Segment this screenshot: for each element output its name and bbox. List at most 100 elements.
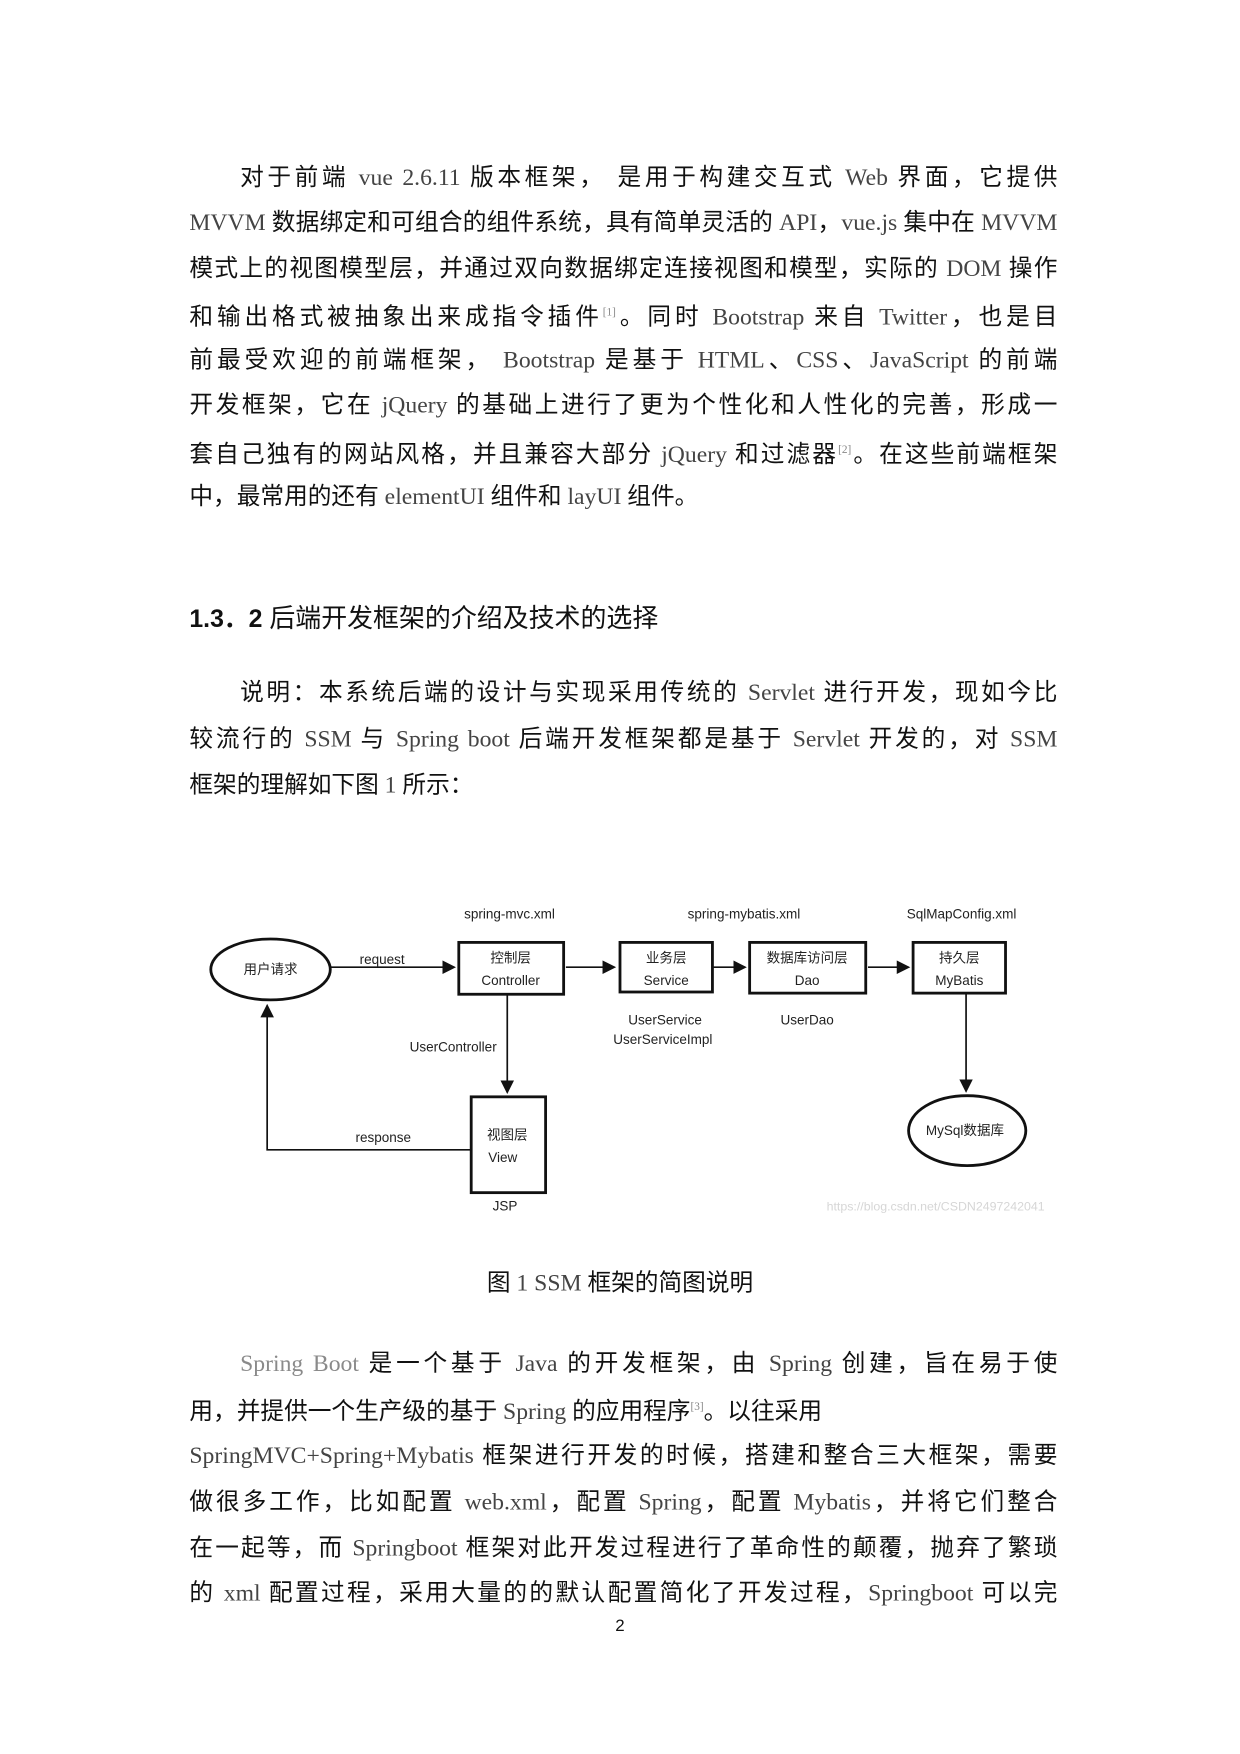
text-run: 。以往采用 (703, 1397, 822, 1425)
text-run: 的应用程序 (572, 1397, 691, 1425)
text-run: 套自己独有的网站风格，并且兼容大部分 (189, 440, 654, 468)
para-frontend-line: 对于前端 vue 2.6.11 版本框架， 是用于构建交互式 Web 界面，它提… (240, 154, 1057, 199)
service-box (618, 940, 714, 994)
text-run: 模式上的视图模型层，并通过双向数据绑定连接视图和模型，实际的 (189, 254, 939, 282)
para-springboot-line: 用，并提供一个生产级的基于 Spring 的应用程序[3]。以往采用 (189, 1385, 1057, 1430)
text-run: Servlet (739, 678, 824, 706)
text-run: SpringMVC+Spring+Mybatis (189, 1441, 483, 1469)
citation-ref: [3] (690, 1401, 704, 1414)
page-number: 2 (615, 1616, 625, 1636)
text-run: 配置过程，采用大量的的默认配置简化了开发过程， (268, 1579, 869, 1607)
mysql-database-label: MySql数据库 (926, 1123, 1004, 1138)
para-springboot-line: 的 xml 配置过程，采用大量的的默认配置简化了开发过程，Springboot … (189, 1570, 1057, 1615)
text-run: ，也是目 (947, 303, 1058, 331)
text-run: Spring (497, 1397, 573, 1425)
text-run: 说明：本系统后端的设计与实现采用传统的 (240, 678, 740, 706)
text-run: CSS (796, 346, 839, 374)
text-run: 开发框架，它在 (189, 391, 374, 419)
text-run: 版本框架， 是用于构建交互式 (470, 163, 836, 191)
text-run: Spring boot (387, 724, 519, 752)
para-springboot-line: 在一起等，而 Springboot 框架对此开发过程进行了革命性的颠覆，抛弃了繁… (189, 1525, 1057, 1570)
text-run: vue.js (841, 208, 904, 236)
text-run: 所示： (402, 771, 474, 799)
text-run: Twitter (869, 303, 948, 331)
text-run: Springboot (868, 1579, 982, 1607)
para-frontend-line: 前最受欢迎的前端框架， Bootstrap 是基于 HTML、CSS、JavaS… (189, 337, 1057, 382)
text-run: Mybatis (784, 1487, 871, 1516)
para-frontend-line: 模式上的视图模型层，并通过双向数据绑定连接视图和模型，实际的 DOM 操作 (189, 246, 1057, 291)
user-service-impl-label: UserServiceImpl (613, 1032, 712, 1047)
text-run: 开发的，对 (868, 724, 1002, 752)
text-run: 1 (378, 771, 403, 799)
text-run: 框架进行开发的时候，搭建和整合三大框架，需要 (482, 1441, 1058, 1469)
dao-en: Dao (795, 973, 820, 988)
text-run: Web (835, 163, 898, 191)
text-run: SSM (1001, 724, 1058, 752)
controller-box (457, 940, 566, 996)
text-run: 在一起等，而 (189, 1534, 345, 1562)
text-run: 、 (838, 346, 871, 374)
text-run: 创建，旨在易于使 (841, 1349, 1058, 1377)
para-springboot-line: SpringMVC+Spring+Mybatis 框架进行开发的时候，搭建和整合… (189, 1433, 1057, 1478)
user-request-label: 用户请求 (244, 961, 299, 977)
text-run: 数据绑定和可组合的组件系统，具有简单灵活的 (271, 208, 774, 236)
user-controller-label: UserController (410, 1040, 498, 1055)
text-run: MVVM (975, 208, 1058, 236)
text-run: MVVM (189, 208, 272, 236)
text-run: 中，最常用的还有 (189, 482, 379, 510)
watermark: https://blog.csdn.net/CSDN2497242041 (827, 1200, 1045, 1214)
text-run: 操作 (1008, 254, 1058, 282)
text-run: Springboot (344, 1534, 466, 1562)
text-run: 组件。 (627, 482, 699, 510)
text-run: 界面，它提供 (897, 163, 1058, 191)
text-run: vue 2.6.11 (349, 163, 471, 191)
text-run: Spring Boot (240, 1349, 369, 1377)
text-run: jQuery (653, 440, 735, 468)
mybatis-cn: 持久层 (939, 951, 980, 966)
text-run: ，并将它们整合 (870, 1487, 1058, 1516)
figure-caption-line: 图 1 SSM 框架的简图说明 (0, 1260, 1240, 1305)
text-run: 、 (764, 346, 797, 374)
text-run: 框架的理解如下图 (189, 771, 379, 799)
para-frontend-line: MVVM 数据绑定和可组合的组件系统，具有简单灵活的 API，vue.js 集中… (189, 200, 1057, 245)
text-run: 较流行的 (189, 724, 296, 752)
service-cn: 业务层 (646, 951, 687, 966)
text-run: 进行开发，现如今比 (823, 678, 1058, 706)
request-label: request (360, 952, 405, 967)
text-run: SSM (295, 724, 361, 752)
text-run: 的基础上进行了更为个性化和人性化的完善，形成一 (455, 391, 1058, 419)
text-run: 前最受欢迎的前端框架， (189, 346, 494, 374)
text-run: API (773, 208, 818, 236)
text-run: Java (505, 1349, 568, 1377)
view-box (469, 1095, 548, 1195)
text-run: 的 (189, 1579, 216, 1607)
para-springboot-line: 做很多工作，比如配置 web.xml，配置 Spring，配置 Mybatis，… (189, 1479, 1057, 1524)
para-frontend-line: 套自己独有的网站风格，并且兼容大部分 jQuery 和过滤器[2]。在这些前端框… (189, 428, 1057, 473)
label-spring-mybatis-xml: spring-mybatis.xml (688, 907, 801, 922)
text-run: ，配置 (546, 1487, 630, 1516)
dao-box (748, 940, 868, 995)
text-run: Bootstrap (493, 346, 605, 374)
text-run: ，配置 (701, 1487, 785, 1516)
text-run: 组件和 (490, 482, 562, 510)
text-run: 后端开发框架的介绍及技术的选择 (269, 604, 659, 634)
text-run: 是一个基于 (368, 1349, 506, 1377)
text-run: DOM (938, 254, 1009, 282)
text-run: 做很多工作，比如配置 (189, 1487, 456, 1516)
para-frontend-line: 中，最常用的还有 elementUI 组件和 layUI 组件。 (189, 473, 1057, 518)
text-run: 是基于 (604, 346, 688, 374)
jsp-label: JSP (493, 1199, 518, 1214)
para-backend-line: 说明：本系统后端的设计与实现采用传统的 Servlet 进行开发，现如今比 (240, 670, 1057, 715)
label-spring-mvc-xml: spring-mvc.xml (464, 907, 555, 922)
user-service-label: UserService (628, 1013, 702, 1028)
text-run: 1.3．2 (189, 604, 270, 633)
text-run: 对于前端 (240, 163, 350, 191)
text-run: HTML (687, 346, 765, 374)
para-springboot-line: Spring Boot 是一个基于 Java 的开发框架，由 Spring 创建… (240, 1340, 1057, 1385)
citation-ref: [2] (838, 444, 852, 457)
text-run: 与 (360, 724, 388, 752)
user-request-node (209, 937, 332, 1002)
mybatis-en: MyBatis (935, 973, 983, 988)
